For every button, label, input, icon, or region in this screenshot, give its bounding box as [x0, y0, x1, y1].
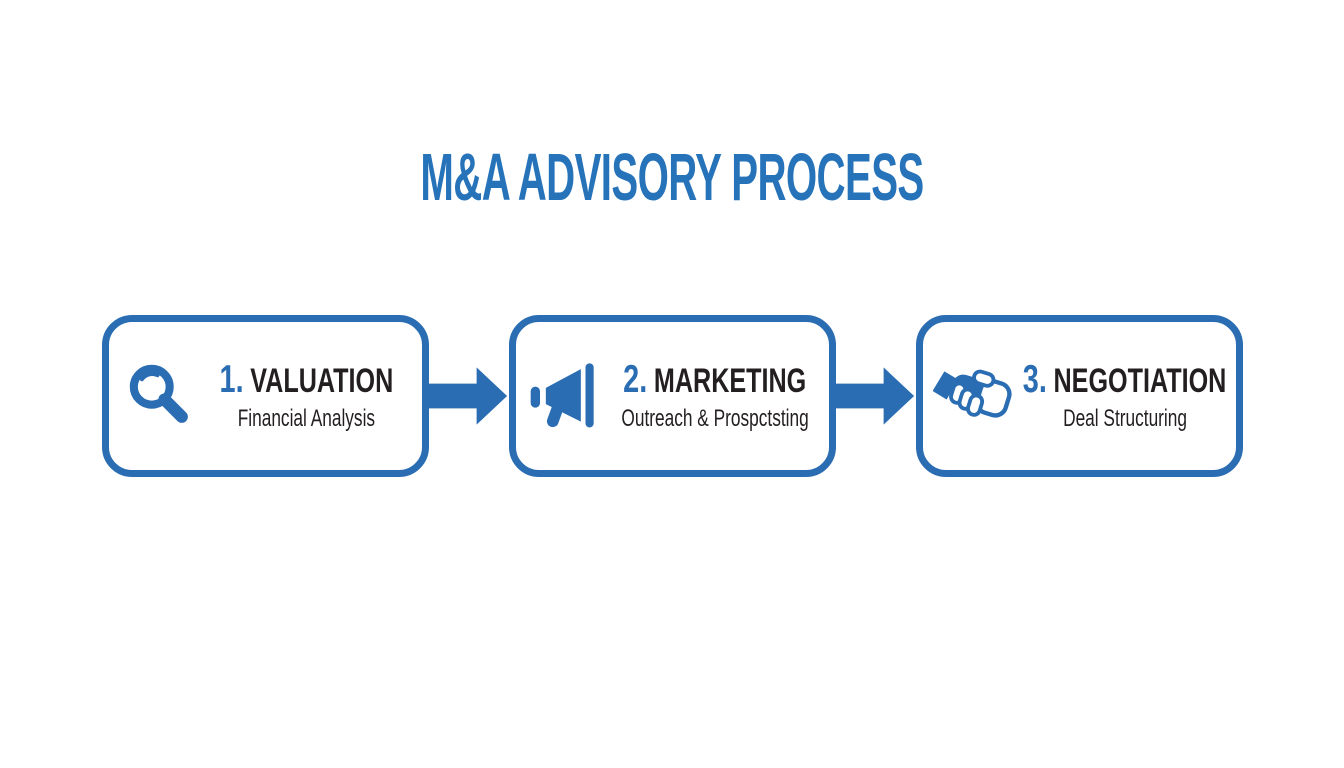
stage-box-negotiation: 3. NEGOTIATION Deal Structuring: [915, 315, 1243, 477]
stage-heading: 2. MARKETING: [623, 360, 806, 399]
arrow-right-icon: [835, 367, 914, 425]
stage-text: 2. MARKETING Outreach & Prospctsting: [615, 360, 815, 432]
stage-subtitle: Outreach & Prospctsting: [621, 404, 809, 432]
magnifier-icon: [129, 364, 188, 423]
stage-box-valuation: 1. VALUATION Financial Analysis: [101, 315, 429, 477]
stage-subtitle: Deal Structuring: [1063, 404, 1187, 432]
stage-box-marketing: 2. MARKETING Outreach & Prospctsting: [508, 315, 836, 477]
process-flow: 1. VALUATION Financial Analysis 2. MARKE…: [0, 315, 1344, 477]
handshake-icon: [933, 369, 1012, 418]
stage-label: MARKETING: [654, 361, 807, 400]
stage-label: VALUATION: [249, 361, 393, 400]
stage-text: 3. NEGOTIATION Deal Structuring: [1023, 360, 1227, 432]
stage-heading: 3. NEGOTIATION: [1023, 360, 1227, 399]
stage-number: 1.: [219, 357, 244, 401]
stage-text: 1. VALUATION Financial Analysis: [206, 360, 406, 432]
stage-heading: 1. VALUATION: [219, 360, 393, 399]
stage-label: NEGOTIATION: [1053, 361, 1227, 400]
arrow-right-icon: [428, 367, 507, 425]
stage-number: 2.: [623, 357, 648, 401]
stage-subtitle: Financial Analysis: [237, 404, 375, 432]
megaphone-icon: [530, 363, 594, 428]
stage-number: 3.: [1023, 357, 1048, 401]
page-title: M&A ADVISORY PROCESS: [420, 140, 924, 215]
